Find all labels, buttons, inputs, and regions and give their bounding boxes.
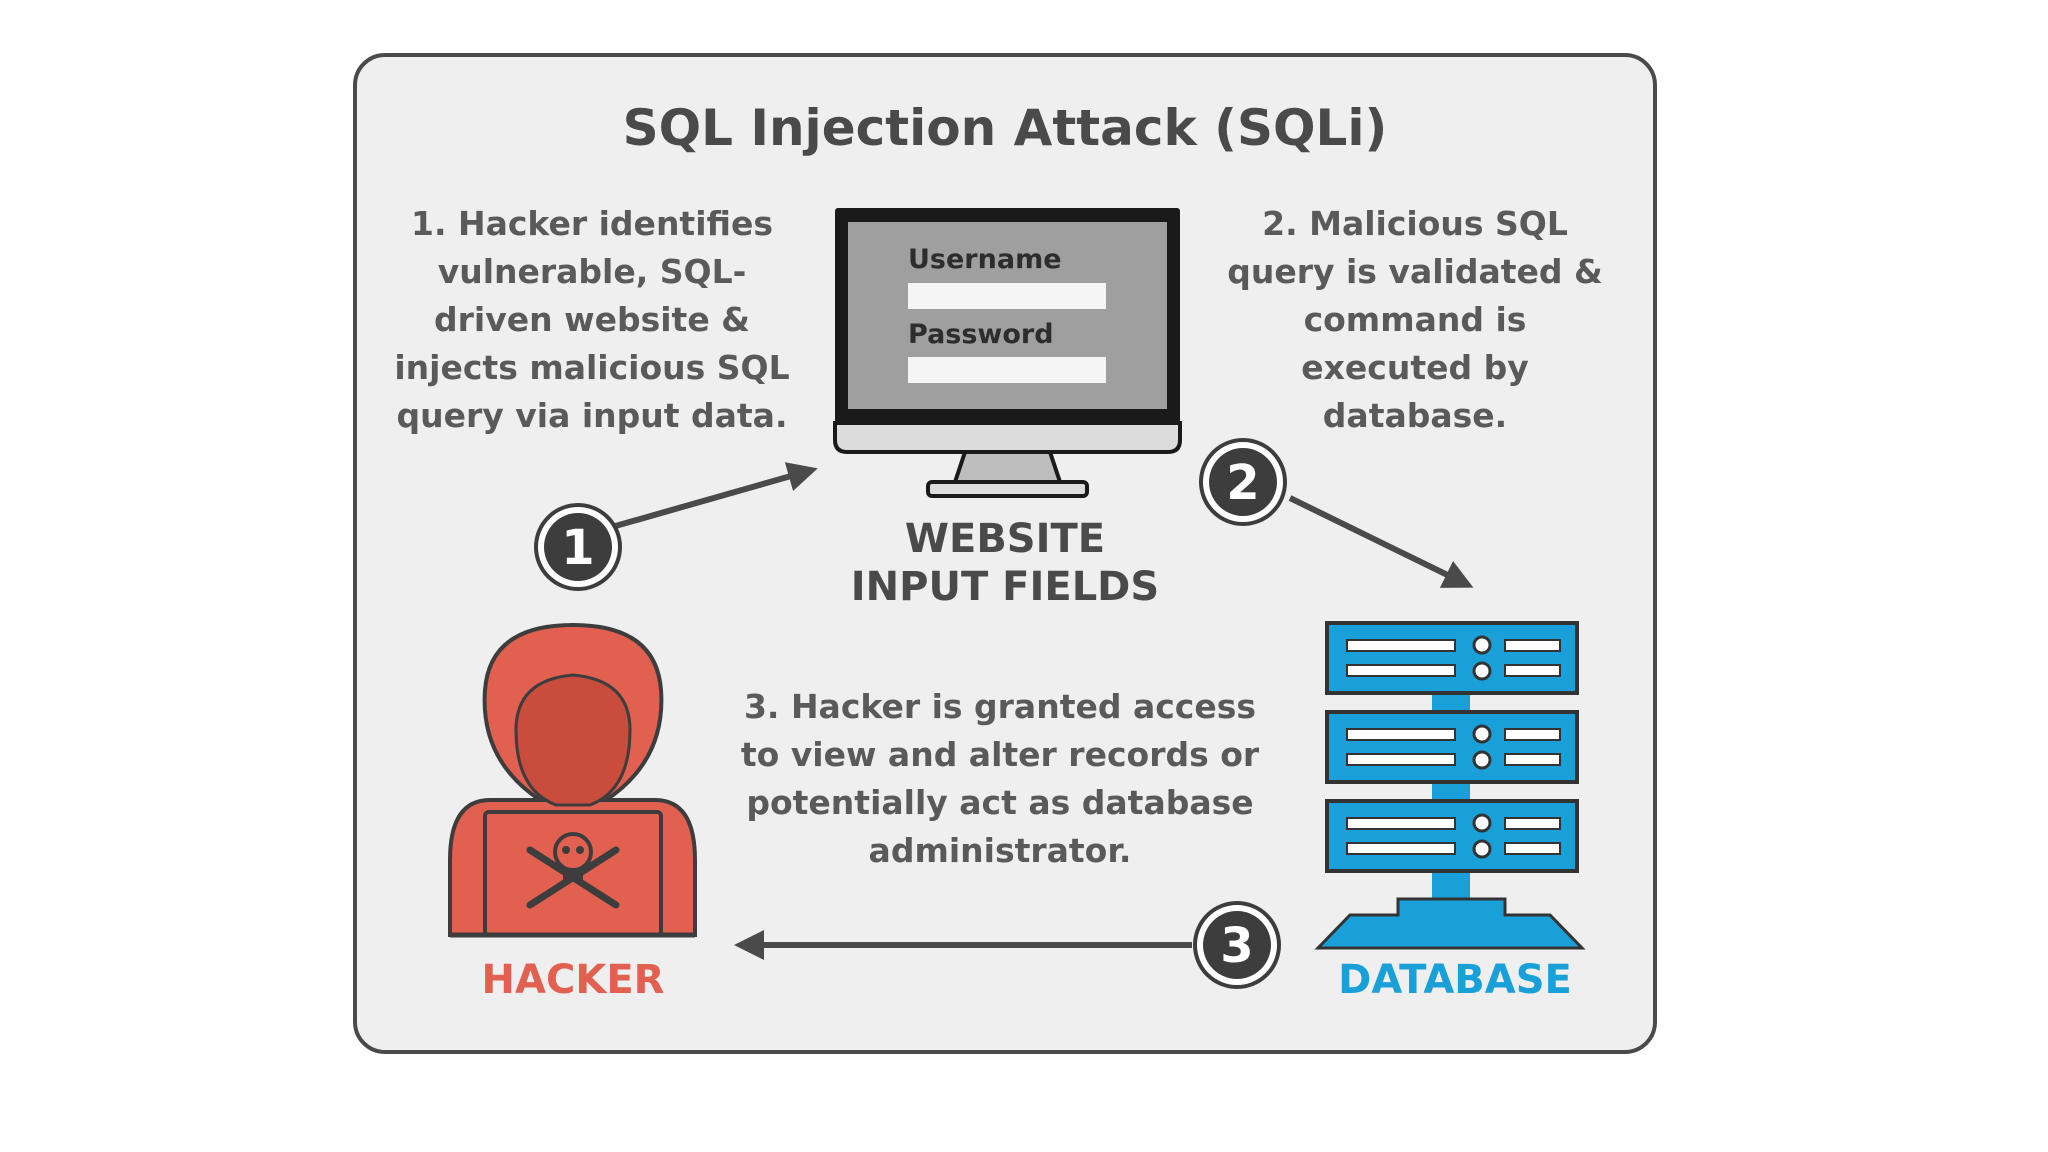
- svg-text:2. Malicious SQL: 2. Malicious SQL: [1262, 204, 1568, 243]
- password-field: [908, 357, 1106, 383]
- step3-description: 3. Hacker is granted access to view and …: [741, 687, 1260, 870]
- svg-text:query is validated &: query is validated &: [1227, 252, 1603, 291]
- svg-text:1. Hacker identifies: 1. Hacker identifies: [411, 204, 773, 243]
- diagram-title: SQL Injection Attack (SQLi): [623, 99, 1388, 157]
- svg-text:potentially act as database: potentially act as database: [746, 783, 1253, 822]
- svg-text:administrator.: administrator.: [869, 831, 1132, 870]
- svg-text:2: 2: [1226, 455, 1259, 511]
- step1-badge: 1: [534, 503, 622, 591]
- svg-text:INPUT FIELDS: INPUT FIELDS: [851, 564, 1159, 610]
- hacker-label: HACKER: [482, 957, 665, 1003]
- skull-crossbones-icon: [526, 832, 620, 909]
- step2-badge: 2: [1199, 438, 1287, 526]
- svg-text:1: 1: [561, 520, 594, 576]
- svg-text:injects malicious SQL: injects malicious SQL: [394, 348, 789, 387]
- website-label: WEBSITE INPUT FIELDS: [851, 516, 1159, 610]
- username-label: Username: [908, 244, 1062, 275]
- svg-text:executed by: executed by: [1301, 348, 1529, 387]
- password-label: Password: [908, 319, 1054, 350]
- step3-badge: 3: [1193, 901, 1281, 989]
- svg-text:3: 3: [1220, 918, 1253, 974]
- database-label: DATABASE: [1338, 957, 1572, 1003]
- svg-text:command is: command is: [1304, 300, 1527, 339]
- username-field: [908, 283, 1106, 309]
- svg-text:vulnerable, SQL-: vulnerable, SQL-: [438, 252, 747, 291]
- svg-text:query via input data.: query via input data.: [396, 396, 787, 435]
- step2-description: 2. Malicious SQL query is validated & co…: [1227, 204, 1603, 435]
- svg-text:driven website &: driven website &: [434, 300, 750, 339]
- server-rack-icon: [1314, 621, 1586, 950]
- svg-text:3. Hacker is granted access: 3. Hacker is granted access: [744, 687, 1256, 726]
- svg-text:WEBSITE: WEBSITE: [905, 516, 1105, 562]
- arrow-hacker-to-website: [611, 462, 818, 530]
- step1-description: 1. Hacker identifies vulnerable, SQL- dr…: [394, 204, 789, 435]
- svg-text:to view and alter records or: to view and alter records or: [741, 735, 1260, 774]
- svg-text:database.: database.: [1323, 396, 1507, 435]
- arrow-website-to-database: [1288, 495, 1474, 588]
